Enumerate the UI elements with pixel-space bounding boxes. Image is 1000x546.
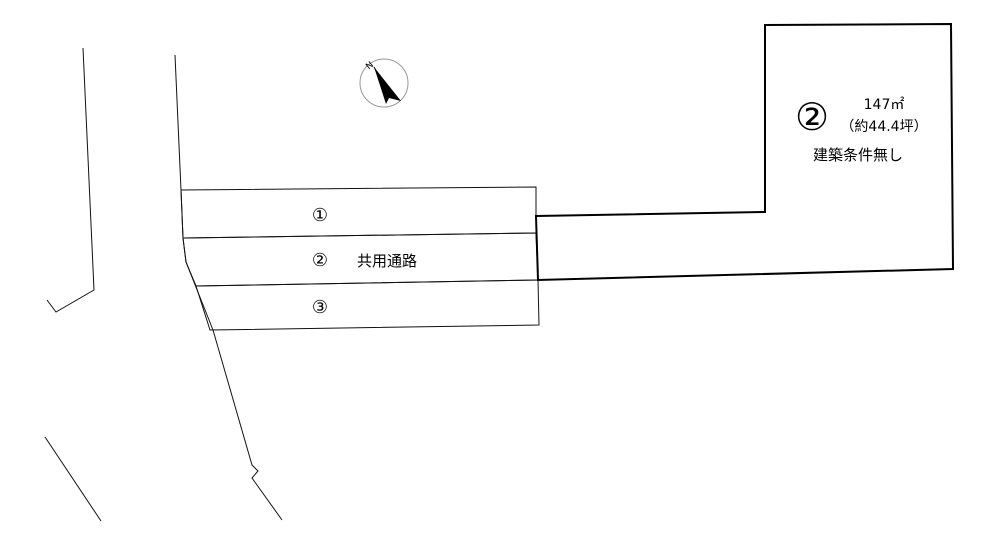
road-left-lower bbox=[44, 436, 102, 522]
compass-needle bbox=[374, 67, 401, 104]
main-lot-outline bbox=[534, 22, 955, 282]
compass-needle-edge bbox=[373, 66, 391, 97]
road-center-boundary bbox=[174, 54, 283, 521]
main-lot-area: 147㎡ bbox=[864, 97, 905, 113]
main-lot-area-tsubo: （約44.4坪） bbox=[840, 119, 927, 135]
compass-north-letter: N bbox=[364, 60, 376, 72]
road-left-upper bbox=[46, 47, 95, 313]
lot-3-marker: ③ bbox=[312, 297, 328, 318]
compass-circle bbox=[359, 58, 409, 108]
lot-2-marker: ② bbox=[312, 250, 328, 271]
main-lot-marker: ② bbox=[795, 95, 829, 139]
lot-2-label: 共用通路 bbox=[357, 252, 417, 270]
lot-3-outline bbox=[195, 279, 540, 331]
north-arrow-icon: N bbox=[359, 58, 409, 108]
main-lot-condition: 建築条件無し bbox=[813, 146, 903, 164]
lot-1-marker: ① bbox=[312, 205, 328, 226]
road-lines bbox=[44, 47, 283, 522]
lot-1-outline bbox=[180, 186, 537, 239]
